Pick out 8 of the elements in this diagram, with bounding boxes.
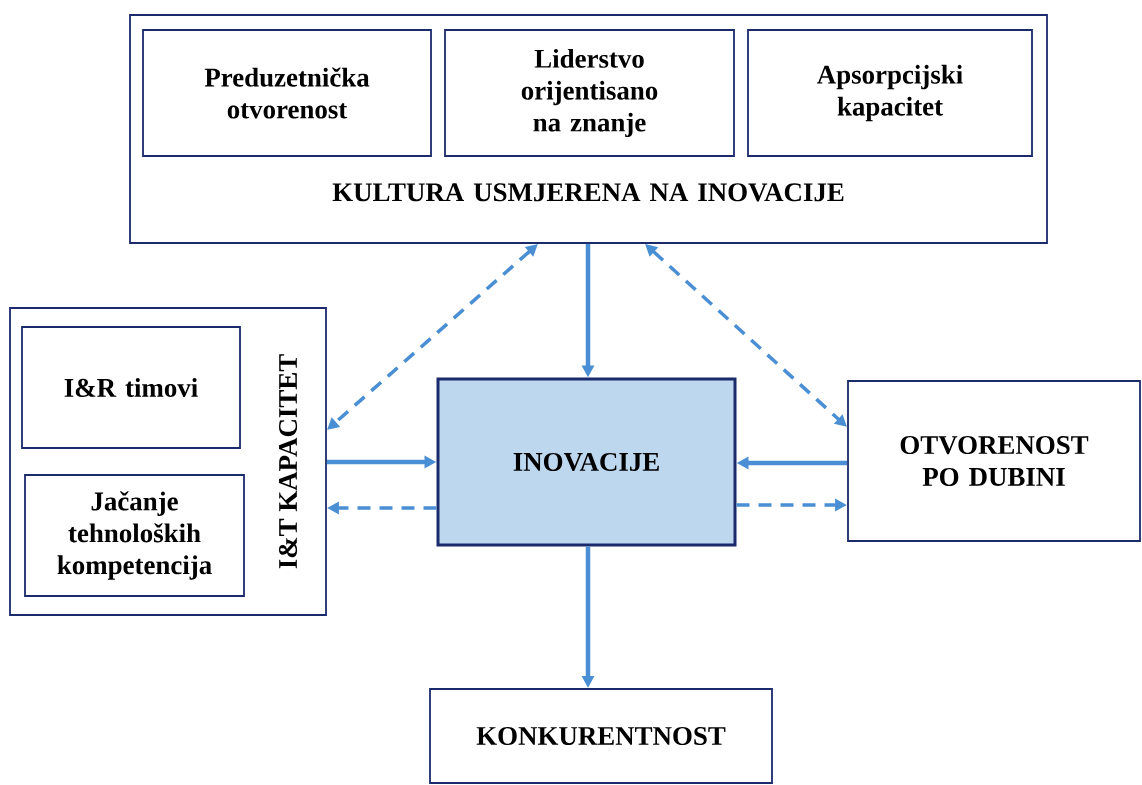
process-box: Preduzetnička otvorenost [142,29,432,157]
central-box: INOVACIJE [436,377,737,547]
process-box: KONKURENTNOST [429,688,773,784]
process-box: Liderstvo orijentisano na znanje [444,29,735,157]
process-box: OTVORENOST PO DUBINI [847,380,1141,542]
process-box: I&R timovi [21,326,241,449]
process-box: Jačanje tehnoloških kompetencija [24,474,245,597]
process-box: Apsorpcijski kapacitet [747,29,1033,157]
